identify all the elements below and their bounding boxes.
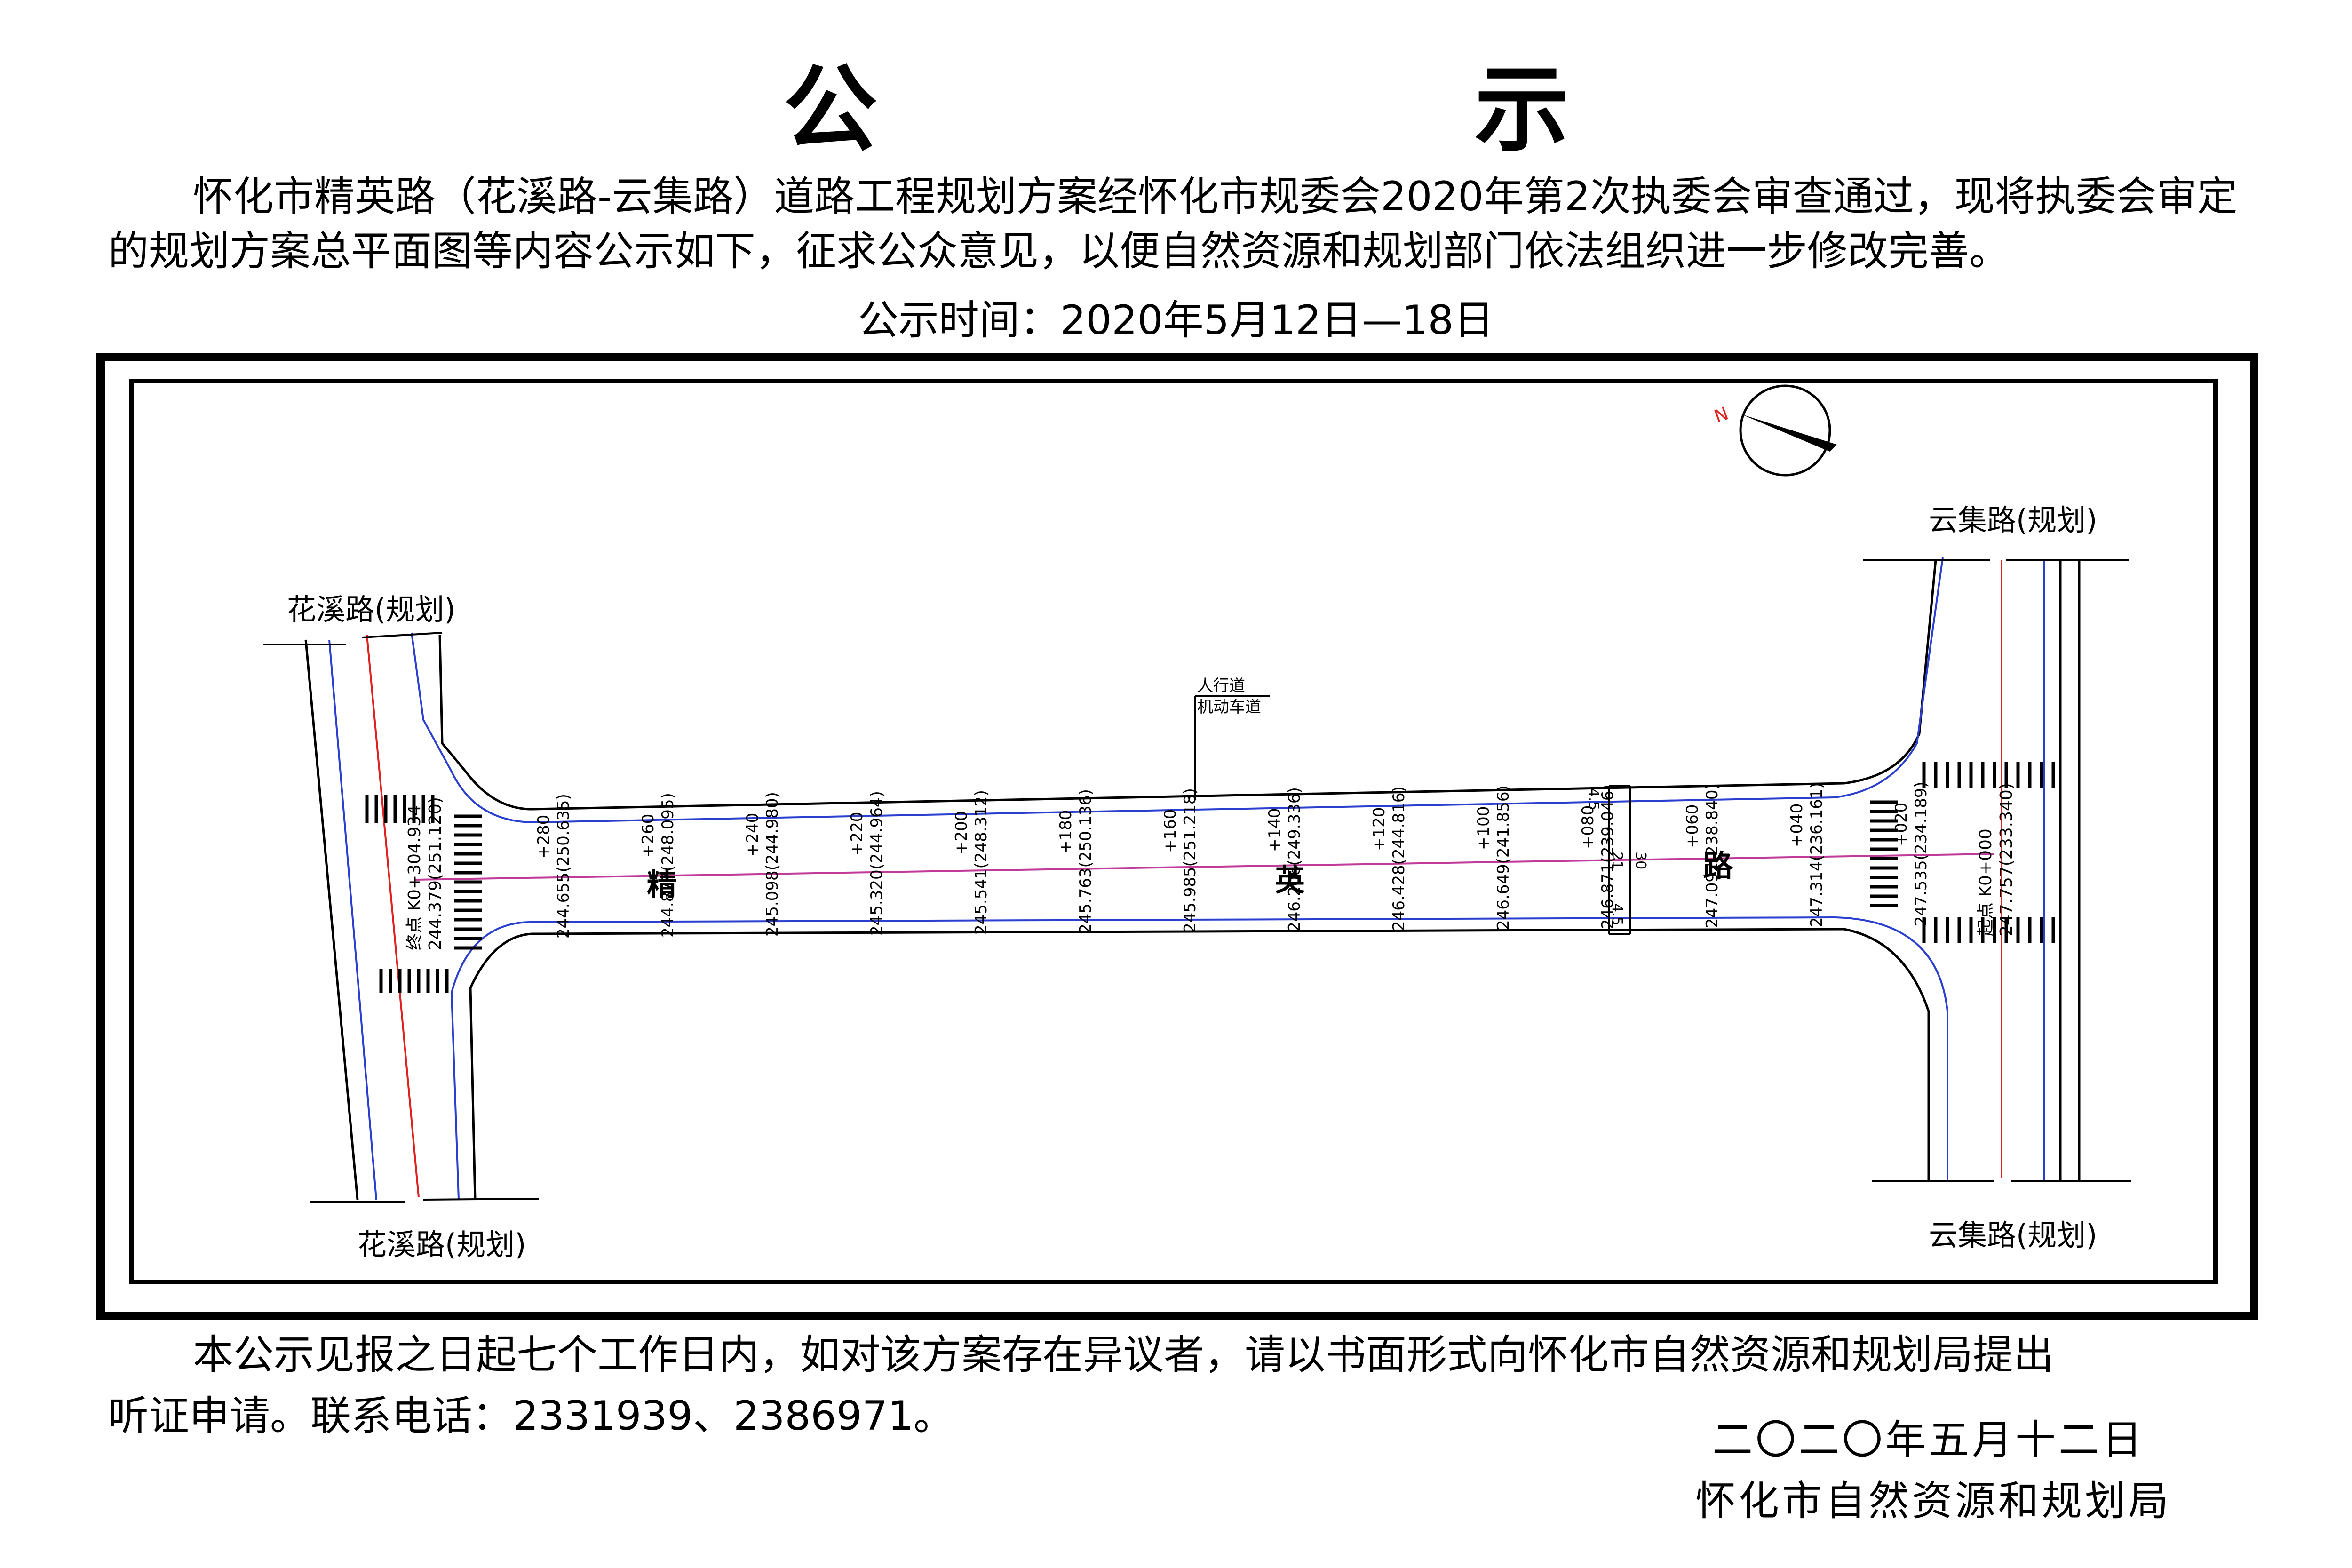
notice-title: 公 示: [783, 55, 1851, 165]
station-elevation: 246.428(244.816): [1390, 786, 1408, 931]
station-elevation: 245.098(244.980): [763, 792, 782, 937]
cross-section-line: [1608, 785, 1631, 935]
notice-paragraph-line1: 怀化市精英路（花溪路-云集路）道路工程规划方案经怀化市规委会2020年第2次执委…: [193, 173, 2238, 220]
plan-outer-frame: [96, 353, 2258, 1320]
station-chainage: +240: [743, 812, 762, 857]
station-chainage: +060: [1683, 804, 1702, 848]
callout-sidewalk: 人行道: [1197, 677, 1245, 695]
end-point-elev: 244.379(251.120): [426, 797, 445, 950]
station-chainage: +080: [1579, 805, 1597, 849]
footer-line1: 本公示见报之日起七个工作日内，如对该方案存在异议者，请以书面形式向怀化市自然资源…: [193, 1331, 2054, 1378]
plan-inner-frame: [129, 379, 2218, 1284]
station-chainage: +040: [1788, 803, 1806, 847]
crosswalk-right-top: [1922, 762, 2055, 788]
station-elevation: 247.314(236.161): [1807, 782, 1826, 927]
footer-notice: 本公示见报之日起七个工作日内，如对该方案存在异议者，请以书面形式向怀化市自然资源…: [108, 1324, 2272, 1447]
station-elevation: 244.877(248.095): [659, 793, 677, 938]
notice-paragraph: 怀化市精英路（花溪路-云集路）道路工程规划方案经怀化市规委会2020年第2次执委…: [108, 169, 2253, 279]
cross-section-total: 30: [1632, 852, 1649, 870]
station-elevation: 246.871(239.046): [1598, 784, 1617, 929]
station-elevation: 246.206(249.336): [1285, 787, 1304, 932]
start-point-elev: 247.757(233.340): [1997, 783, 2016, 936]
crosswalk-left-vertical: [454, 814, 482, 950]
road-name-char-1: 精: [647, 868, 677, 903]
station-elevation: 246.649(241.856): [1494, 785, 1513, 930]
station-chainage: +260: [639, 813, 658, 858]
station-chainage: +280: [534, 814, 553, 859]
yunji-road-label-bottom: 云集路(规划): [1929, 1218, 2098, 1252]
start-point-label: 起点 K0+000 247.757(233.340): [1976, 783, 2017, 936]
footer-date: 二〇二〇年五月十二日: [1712, 1417, 2145, 1464]
start-point-name: 起点 K0+000: [1976, 828, 1995, 936]
road-name-char-3: 路: [1703, 849, 1733, 884]
crosswalk-left-bottom: [379, 969, 449, 993]
huaxi-road: [263, 632, 539, 1203]
footer-org: 怀化市自然资源和规划局: [1695, 1478, 2171, 1525]
station-chainage: +180: [1057, 810, 1075, 854]
station-chainage: +220: [848, 812, 866, 856]
station-chainage: +020: [1892, 802, 1911, 846]
station-chainage: +140: [1265, 808, 1284, 852]
road-name-char-2: 英: [1275, 863, 1305, 898]
station-elevation: 245.541(248.312): [972, 790, 991, 935]
callout-leader: [1194, 695, 1270, 800]
station-elevation: 245.985(251.218): [1181, 788, 1200, 933]
station-elevation: 247.092(238.840): [1703, 783, 1722, 928]
station-chainage: +200: [952, 811, 971, 855]
end-point-name: 终点 K0+304.934: [405, 805, 424, 950]
north-arrow-icon: [1739, 384, 1837, 477]
notice-paragraph-line2: 的规划方案总平面图等内容公示如下，征求公众意见，以便自然资源和规划部门依法组织进…: [108, 228, 2010, 275]
footer-line2: 听证申请。联系电话：2331939、2386971。: [108, 1393, 954, 1440]
station-elevation: 244.655(250.635): [554, 794, 573, 939]
main-road-centerline: [413, 853, 1995, 881]
yunji-road-label-top: 云集路(规划): [1929, 503, 2098, 537]
crosswalk-left-top: [365, 795, 435, 823]
notice-period: 公示时间：2020年5月12日—18日: [858, 297, 1494, 344]
end-point-label: 终点 K0+304.934 244.379(251.120): [405, 797, 446, 950]
station-elevation: 247.535(234.189): [1912, 781, 1931, 926]
crosswalk-right-bottom: [1922, 917, 2055, 943]
station-chainage: +100: [1474, 806, 1493, 850]
callout-carriageway: 机动车道: [1197, 698, 1261, 716]
station-chainage: +120: [1370, 807, 1389, 851]
station-elevation: 245.320(244.964): [867, 791, 886, 936]
crosswalk-right-vertical: [1870, 800, 1898, 907]
main-road-lane-lines: [411, 557, 1948, 1200]
station-elevation: 245.763(250.136): [1076, 789, 1095, 934]
huaxi-road-label-bottom: 花溪路(规划): [358, 1227, 526, 1262]
yunji-road: [1863, 559, 2131, 1182]
station-chainage: +160: [1161, 809, 1180, 853]
huaxi-road-label-top: 花溪路(规划): [287, 592, 456, 627]
